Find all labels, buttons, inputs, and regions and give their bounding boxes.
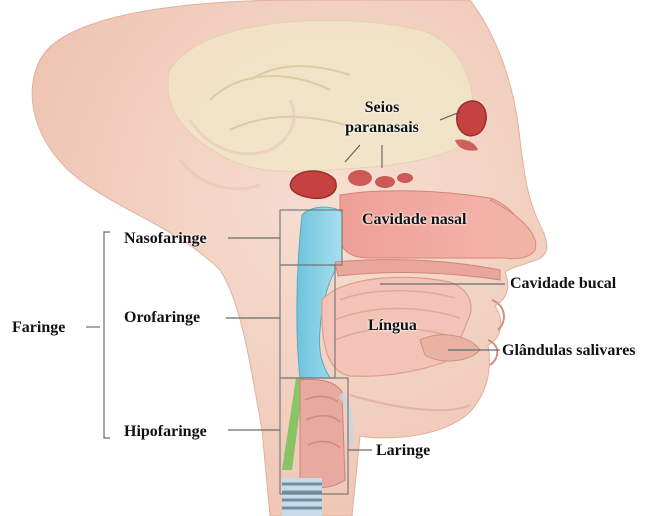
- label-seios-line1: Seios: [347, 100, 417, 116]
- label-hipofaringe: Hipofaringe: [124, 424, 207, 440]
- label-orofaringe: Orofaringe: [124, 310, 200, 326]
- larynx: [300, 379, 345, 487]
- label-seios-line2: paranasais: [332, 120, 432, 136]
- trachea: [282, 478, 322, 516]
- label-lingua: Língua: [368, 318, 417, 334]
- label-cavidade-bucal: Cavidade bucal: [510, 276, 616, 292]
- sphenoid-sinus: [290, 171, 336, 198]
- label-laringe: Laringe: [376, 443, 430, 459]
- frontal-sinus: [457, 101, 486, 136]
- label-cavidade-nasal: Cavidade nasal: [362, 212, 466, 228]
- label-faringe: Faringe: [12, 320, 65, 336]
- label-glandulas-salivares: Glândulas salivares: [502, 343, 636, 359]
- label-nasofaringe: Nasofaringe: [124, 231, 207, 247]
